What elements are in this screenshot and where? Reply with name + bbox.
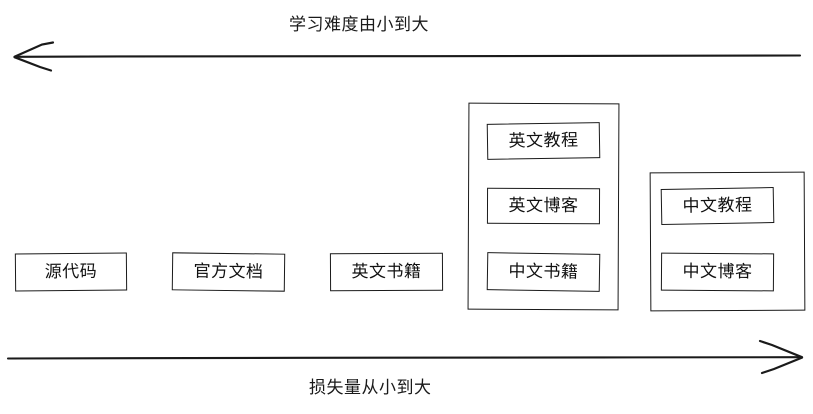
node-label: 源代码 [44, 261, 98, 282]
node-english-tutorial[interactable]: 英文教程 [486, 122, 601, 160]
top-axis-label: 学习难度由小到大 [289, 15, 429, 35]
node-label: 英文书籍 [351, 261, 422, 282]
node-label: 中文教程 [682, 194, 753, 217]
node-source-code[interactable]: 源代码 [14, 252, 128, 292]
bottom-axis-label: 损失量从小到大 [309, 378, 432, 398]
node-label: 中文书籍 [508, 260, 579, 283]
node-label: 英文教程 [508, 129, 579, 152]
node-english-books[interactable]: 英文书籍 [329, 252, 444, 292]
node-label: 中文博客 [682, 261, 753, 282]
node-chinese-blog[interactable]: 中文博客 [660, 252, 775, 292]
node-chinese-tutorial[interactable]: 中文教程 [660, 187, 775, 225]
node-english-blog[interactable]: 英文博客 [486, 187, 601, 225]
node-label: 英文博客 [508, 195, 579, 216]
node-official-docs[interactable]: 官方文档 [171, 252, 286, 292]
node-chinese-books[interactable]: 中文书籍 [486, 252, 601, 292]
node-label: 官方文档 [193, 261, 264, 282]
